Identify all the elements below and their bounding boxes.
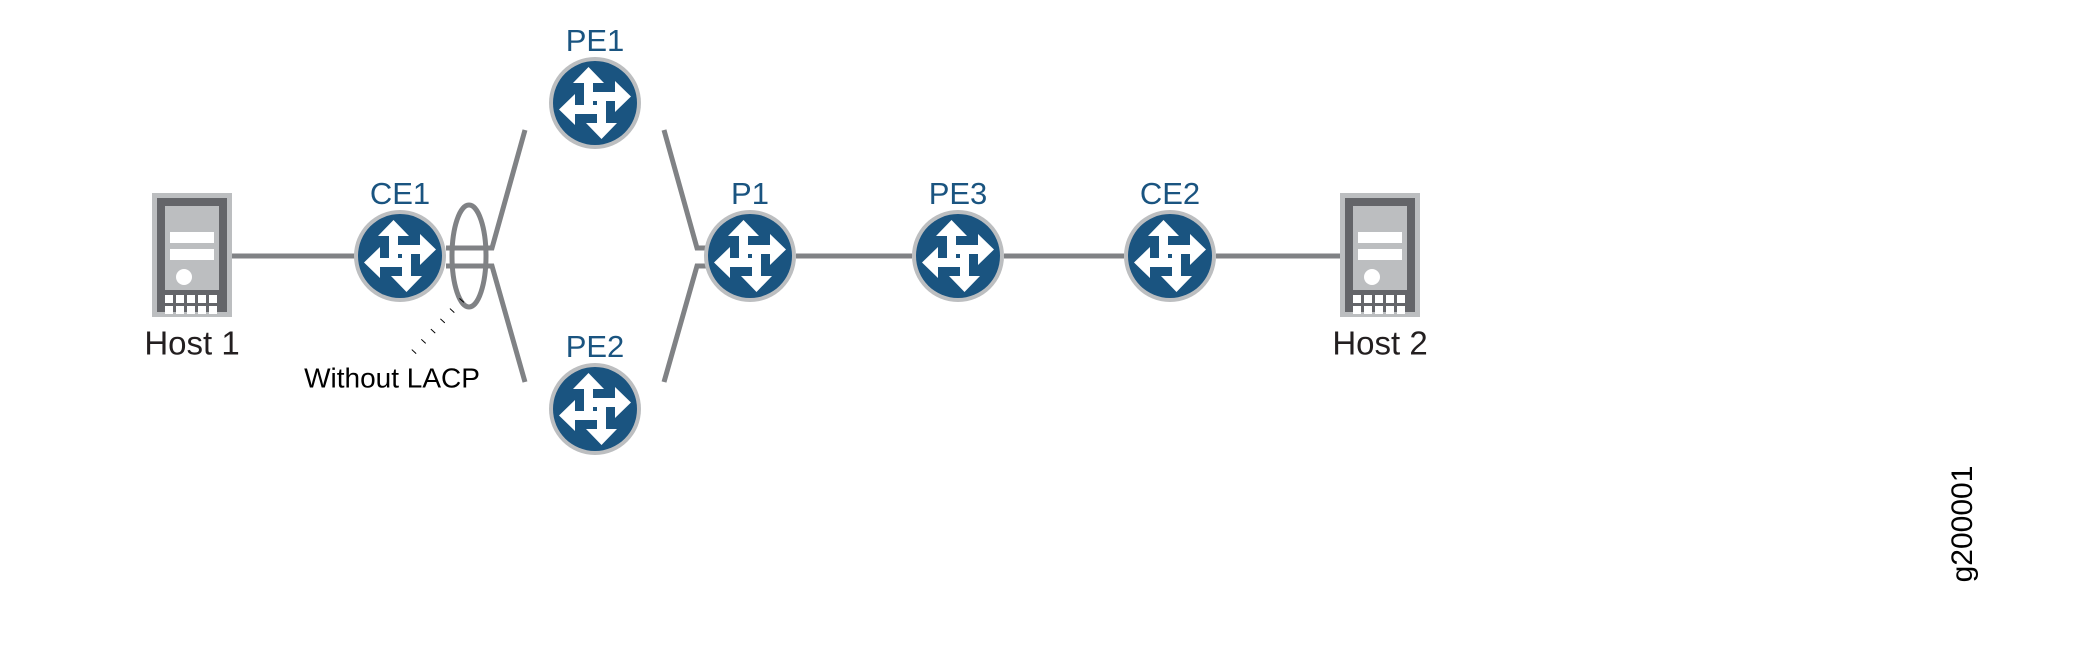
node-label-pe2: PE2	[566, 329, 625, 364]
router-icon	[704, 210, 796, 302]
annotation-without-lacp: Without LACP	[304, 362, 480, 393]
links-layer	[232, 129, 1340, 383]
node-pe2[interactable]: PE2	[549, 329, 641, 455]
link-ce1-pe2	[446, 263, 528, 383]
link-ce1-pe1	[446, 129, 528, 251]
node-pe3[interactable]: PE3	[912, 176, 1004, 302]
node-pe1[interactable]: PE1	[549, 23, 641, 149]
link-pe2-p1	[661, 263, 706, 383]
node-p1[interactable]: P1	[704, 176, 796, 302]
link-aggregation-bundle-ellipse	[449, 202, 489, 310]
node-host2[interactable]: Host 2	[1332, 193, 1428, 362]
host-icon	[1340, 193, 1420, 317]
router-icon	[549, 57, 641, 149]
node-label-pe3: PE3	[929, 176, 988, 211]
node-label-host2: Host 2	[1332, 325, 1427, 362]
link-pe1-p1	[661, 129, 706, 251]
router-icon	[1124, 210, 1216, 302]
node-label-host1: Host 1	[144, 325, 239, 362]
node-label-ce2: CE2	[1140, 176, 1200, 211]
router-icon	[354, 210, 446, 302]
node-label-ce1: CE1	[370, 176, 430, 211]
node-label-p1: P1	[731, 176, 769, 211]
node-ce1[interactable]: CE1	[354, 176, 446, 302]
host-icon	[152, 193, 232, 317]
node-ce2[interactable]: CE2	[1124, 176, 1216, 302]
router-icon	[549, 363, 641, 455]
node-label-pe1: PE1	[566, 23, 625, 58]
node-host1[interactable]: Host 1	[144, 193, 240, 362]
without-lacp-leader-line	[405, 297, 465, 361]
figure-identifier: g200001	[1946, 466, 1979, 583]
nodes-layer: Host 1 CE1 PE1 PE2 P1	[144, 23, 1428, 455]
router-icon	[912, 210, 1004, 302]
